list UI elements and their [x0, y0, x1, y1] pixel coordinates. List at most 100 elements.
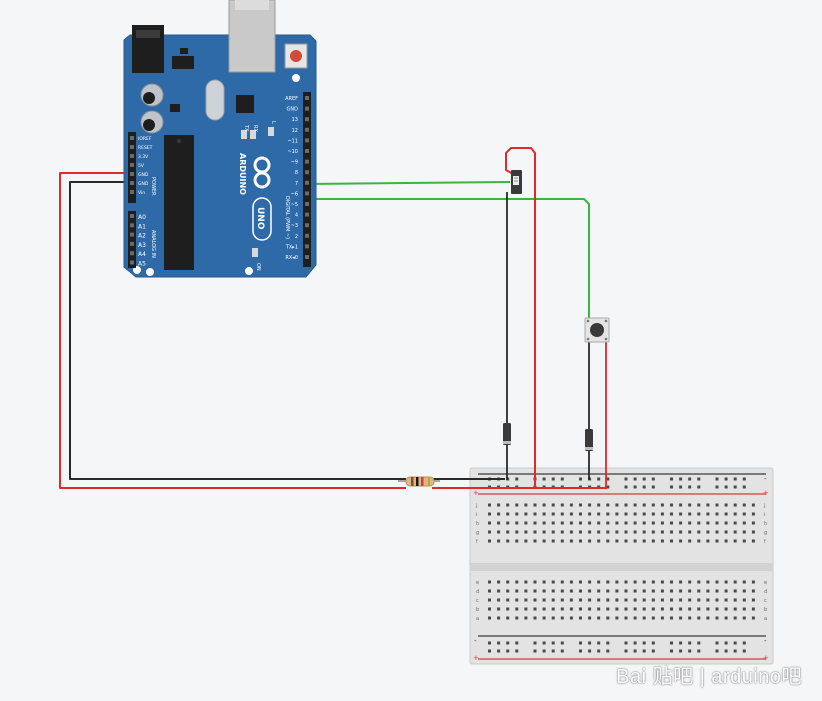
terminal-hole[interactable] [488, 580, 491, 584]
terminal-hole[interactable] [642, 616, 646, 620]
rail-hole[interactable] [579, 477, 582, 481]
terminal-hole[interactable] [624, 539, 628, 543]
terminal-hole[interactable] [633, 589, 637, 593]
terminal-hole[interactable] [715, 539, 719, 543]
terminal-hole[interactable] [660, 512, 664, 516]
terminal-hole[interactable] [588, 539, 592, 543]
rail-hole[interactable] [733, 477, 737, 481]
terminal-hole[interactable] [497, 616, 501, 620]
terminal-hole[interactable] [688, 512, 692, 516]
rail-hole[interactable] [724, 485, 728, 489]
terminal-hole[interactable] [588, 598, 592, 602]
rail-hole[interactable] [606, 641, 610, 645]
terminal-hole[interactable] [506, 539, 510, 543]
terminal-hole[interactable] [542, 512, 546, 516]
rail-hole[interactable] [542, 641, 546, 645]
analog-pin[interactable] [130, 214, 134, 218]
terminal-hole[interactable] [642, 521, 646, 525]
terminal-hole[interactable] [724, 530, 728, 534]
rail-hole[interactable] [515, 649, 519, 653]
terminal-hole[interactable] [515, 512, 519, 516]
terminal-hole[interactable] [660, 616, 664, 620]
terminal-hole[interactable] [533, 616, 537, 620]
analog-pin[interactable] [130, 251, 134, 256]
rail-hole[interactable] [688, 477, 692, 481]
terminal-hole[interactable] [751, 607, 755, 611]
terminal-hole[interactable] [633, 503, 637, 507]
terminal-hole[interactable] [697, 512, 701, 516]
terminal-hole[interactable] [524, 530, 528, 534]
terminal-hole[interactable] [615, 512, 619, 516]
terminal-hole[interactable] [606, 589, 610, 593]
terminal-hole[interactable] [660, 589, 664, 593]
terminal-hole[interactable] [633, 512, 637, 516]
rail-hole[interactable] [733, 649, 737, 653]
terminal-hole[interactable] [560, 616, 564, 620]
terminal-hole[interactable] [724, 598, 728, 602]
terminal-hole[interactable] [624, 521, 628, 525]
terminal-hole[interactable] [679, 598, 683, 602]
terminal-hole[interactable] [624, 598, 628, 602]
terminal-hole[interactable] [597, 598, 601, 602]
terminal-hole[interactable] [715, 598, 719, 602]
terminal-hole[interactable] [751, 580, 755, 584]
digital-pin[interactable] [305, 180, 309, 185]
terminal-hole[interactable] [751, 616, 755, 620]
terminal-hole[interactable] [551, 616, 555, 620]
terminal-hole[interactable] [706, 616, 710, 620]
terminal-hole[interactable] [742, 607, 746, 611]
terminal-hole[interactable] [688, 530, 692, 534]
digital-pin[interactable] [305, 212, 309, 217]
rail-hole[interactable] [670, 641, 673, 645]
rail-hole[interactable] [624, 649, 628, 653]
terminal-hole[interactable] [569, 616, 573, 620]
rail-hole[interactable] [715, 641, 719, 645]
terminal-hole[interactable] [642, 580, 646, 584]
rail-hole[interactable] [715, 649, 719, 653]
terminal-hole[interactable] [515, 530, 519, 534]
power-pin[interactable] [130, 181, 134, 185]
terminal-hole[interactable] [697, 503, 701, 507]
terminal-hole[interactable] [506, 530, 510, 534]
terminal-hole[interactable] [733, 589, 737, 593]
rail-hole[interactable] [733, 641, 737, 645]
terminal-hole[interactable] [560, 521, 564, 525]
terminal-hole[interactable] [651, 530, 655, 534]
terminal-hole[interactable] [579, 589, 582, 593]
terminal-hole[interactable] [697, 598, 701, 602]
terminal-hole[interactable] [651, 589, 655, 593]
terminal-hole[interactable] [533, 598, 537, 602]
terminal-hole[interactable] [660, 503, 664, 507]
terminal-hole[interactable] [651, 580, 655, 584]
rail-hole[interactable] [551, 477, 555, 481]
terminal-hole[interactable] [497, 580, 501, 584]
terminal-hole[interactable] [733, 512, 737, 516]
rail-hole[interactable] [579, 649, 582, 653]
terminal-hole[interactable] [715, 521, 719, 525]
terminal-hole[interactable] [506, 503, 510, 507]
wire-gnd-black[interactable] [69, 181, 406, 480]
power-pin[interactable] [130, 172, 134, 176]
terminal-hole[interactable] [697, 530, 701, 534]
terminal-hole[interactable] [569, 503, 573, 507]
terminal-hole[interactable] [524, 521, 528, 525]
terminal-hole[interactable] [597, 589, 601, 593]
terminal-hole[interactable] [551, 580, 555, 584]
rail-hole[interactable] [688, 649, 692, 653]
rail-hole[interactable] [533, 649, 537, 653]
terminal-hole[interactable] [660, 539, 664, 543]
terminal-hole[interactable] [715, 616, 719, 620]
terminal-hole[interactable] [670, 589, 673, 593]
terminal-hole[interactable] [660, 580, 664, 584]
terminal-hole[interactable] [642, 503, 646, 507]
terminal-hole[interactable] [488, 521, 491, 525]
rail-hole[interactable] [642, 485, 646, 489]
terminal-hole[interactable] [606, 530, 610, 534]
terminal-hole[interactable] [551, 607, 555, 611]
terminal-hole[interactable] [533, 530, 537, 534]
terminal-hole[interactable] [742, 530, 746, 534]
rail-hole[interactable] [651, 477, 655, 481]
power-pin[interactable] [130, 154, 134, 158]
wires[interactable] [59, 147, 607, 489]
resistor[interactable] [398, 476, 440, 487]
